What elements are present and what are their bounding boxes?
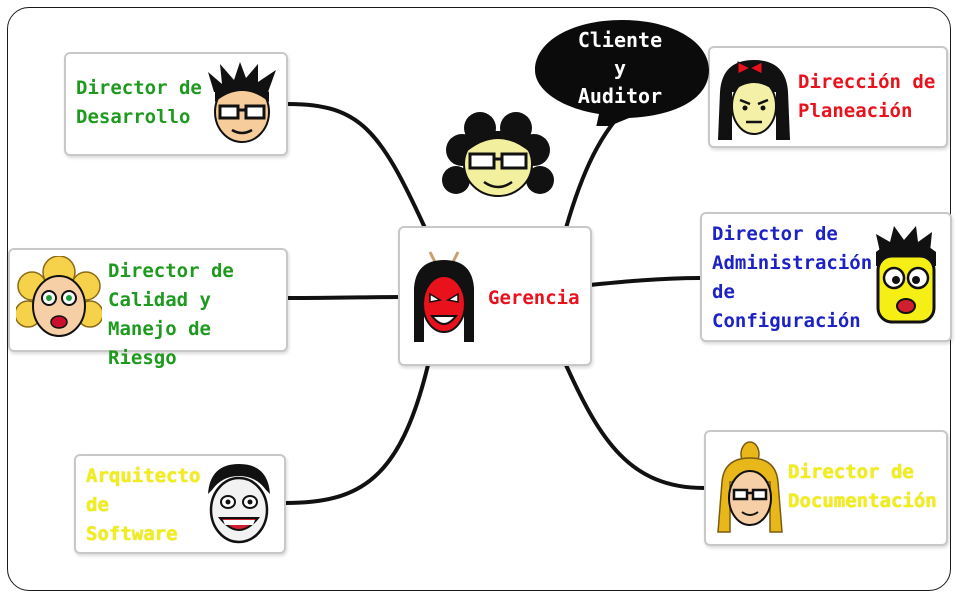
connector-calidad	[287, 295, 401, 300]
node-label-calidad: Director de Calidad y Manejo de Riesgo	[108, 260, 234, 369]
node-director-desarrollo[interactable]: Director de Desarrollo	[64, 52, 288, 156]
blonde-curly-face-icon	[16, 256, 102, 337]
node-label-configuracion: Director de Administración de Configurac…	[712, 223, 873, 332]
speech-bubble	[535, 20, 709, 126]
node-label-desarrollo: Director de Desarrollo	[76, 77, 202, 128]
node-direccion-planeacion[interactable]: Dirección de Planeación	[708, 46, 948, 148]
node-director-configuracion[interactable]: Director de Administración de Configurac…	[700, 212, 952, 342]
ponytail-glasses-face-icon	[717, 441, 783, 533]
node-director-calidad[interactable]: Director de Calidad y Manejo de Riesgo	[8, 248, 288, 369]
yellow-face-icon	[876, 226, 936, 324]
connector-documentacion	[564, 364, 705, 490]
node-label-arquitecto: Arquitecto de Software	[86, 465, 201, 545]
node-label-documentacion: Director de Documentación	[788, 461, 937, 512]
curly-hair-glasses-face-icon	[442, 112, 554, 197]
connector-desarrollo	[287, 102, 427, 229]
center-label-gerencia: Gerencia	[488, 287, 580, 309]
node-arquitecto-software[interactable]: Arquitecto de Software	[74, 454, 286, 554]
devil-face-icon	[414, 251, 474, 342]
spiky-hair-glasses-face-icon	[208, 62, 276, 143]
speech-bubble-text: Cliente y Auditor	[577, 28, 663, 108]
bow-hair-face-icon	[718, 60, 790, 140]
connector-arquitecto	[284, 364, 430, 505]
node-director-documentacion[interactable]: Director de Documentación	[704, 430, 948, 546]
grinning-face-icon	[208, 464, 270, 544]
node-gerencia[interactable]: Gerencia	[398, 226, 592, 366]
node-label-planeacion: Dirección de Planeación	[798, 71, 936, 122]
connector-configuracion	[589, 276, 701, 287]
